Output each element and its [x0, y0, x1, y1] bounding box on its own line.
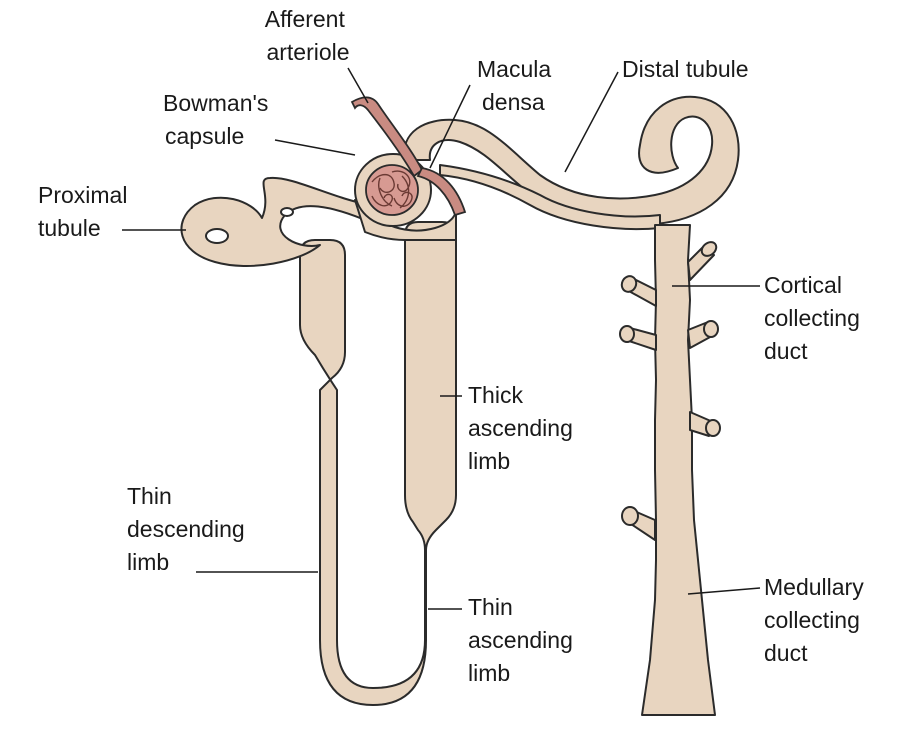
glomerular-capillaries	[371, 170, 413, 209]
cortical-branch-5-end	[705, 419, 721, 437]
collecting-duct	[641, 224, 716, 716]
label-bowmans-capsule: Bowman's capsule	[163, 90, 275, 149]
leader-macula-densa	[429, 84, 471, 169]
label-cortical-collecting-duct: Cortical collecting duct	[764, 272, 866, 364]
label-thin-descending-limb: Thin descending limb	[127, 483, 251, 575]
nephron-structures	[180, 95, 740, 716]
cortical-branch-1-end	[700, 241, 718, 257]
labels: Afferent arteriole Macula densa Distal t…	[38, 6, 870, 686]
cortical-branch-2-end	[620, 275, 638, 293]
label-medullary-collecting-duct: Medullary collecting duct	[764, 574, 870, 666]
label-distal-tubule: Distal tubule	[622, 56, 749, 82]
cortical-branch-6-end	[621, 506, 639, 526]
loop-of-henle	[299, 221, 457, 706]
cortical-branch-3-end	[619, 325, 635, 343]
label-thick-ascending-limb: Thick ascending limb	[468, 382, 579, 474]
leader-bowmans-capsule	[274, 139, 356, 156]
proximal-tubule-lumen	[205, 228, 229, 244]
proximal-tubule-lumen-2	[280, 207, 294, 217]
vascular-structures	[350, 96, 467, 217]
leader-afferent-arteriole	[347, 67, 369, 104]
leader-medullary-collecting-duct	[687, 587, 761, 595]
proximal-tubule	[180, 176, 371, 267]
distal-tubule-lower	[439, 164, 661, 231]
efferent-arteriole	[416, 166, 467, 217]
cortical-branch-4-end	[703, 320, 719, 338]
label-proximal-tubule: Proximal tubule	[38, 182, 134, 241]
leader-distal-tubule	[564, 71, 619, 173]
label-macula-densa: Macula densa	[477, 56, 558, 115]
leader-lines	[122, 67, 761, 610]
label-afferent-arteriole: Afferent arteriole	[265, 6, 352, 65]
label-thin-ascending-limb: Thin ascending limb	[468, 594, 579, 686]
